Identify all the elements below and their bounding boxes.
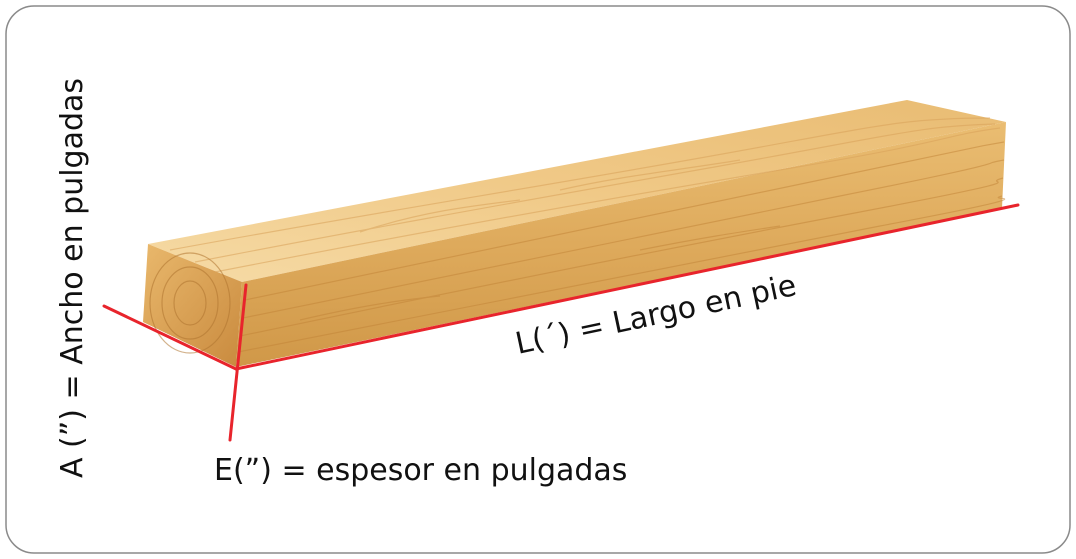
beam-front-face — [236, 122, 1006, 367]
wood-beam — [143, 100, 1006, 367]
length-measure-line — [234, 203, 1020, 371]
thickness-measure-line — [228, 283, 248, 442]
measure-lines — [102, 203, 1020, 442]
thickness-label: E(”) = espesor en pulgadas — [214, 453, 627, 488]
width-label: A (”) = Ancho en pulgadas — [55, 78, 90, 478]
grain-top — [169, 117, 1001, 273]
beam-end-face — [143, 244, 242, 367]
end-grain-rings — [149, 252, 231, 354]
width-measure-line — [102, 304, 238, 371]
